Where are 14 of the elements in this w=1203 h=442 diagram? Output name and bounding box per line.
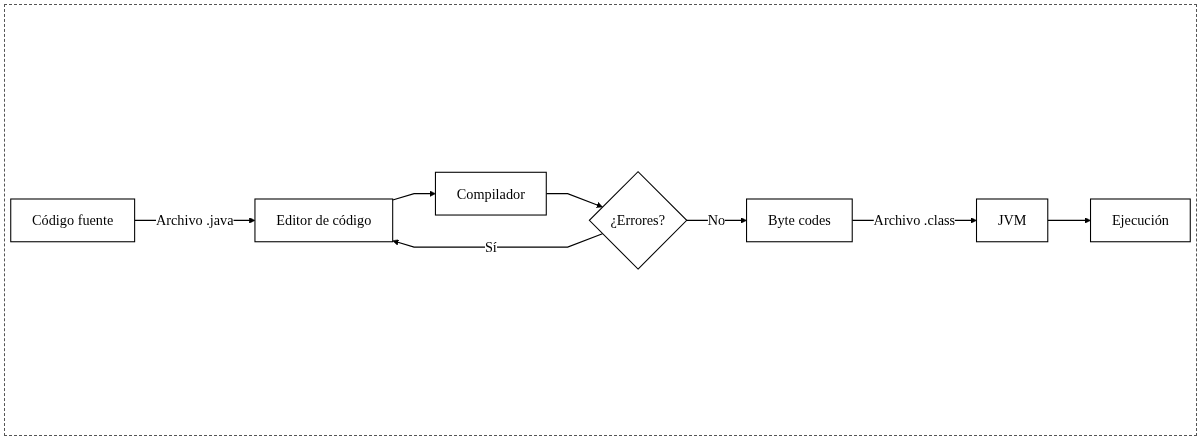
node-box: Byte codes	[746, 198, 853, 242]
node-box: Editor de código	[254, 198, 394, 242]
node-box: Código fuente	[10, 198, 136, 242]
arrow	[392, 190, 436, 201]
edge-label: No	[707, 212, 726, 228]
node-box: JVM	[975, 198, 1049, 242]
arrow	[1047, 216, 1091, 224]
node-diamond: ¿Errores?	[588, 170, 688, 270]
edge-label: Archivo .class	[873, 212, 956, 228]
node-box: Compilador	[434, 171, 547, 216]
edge-label: Archivo .java	[156, 212, 234, 228]
node-box: Ejecución	[1090, 198, 1191, 242]
edge-label: Sí	[484, 238, 497, 255]
arrow	[392, 232, 603, 248]
